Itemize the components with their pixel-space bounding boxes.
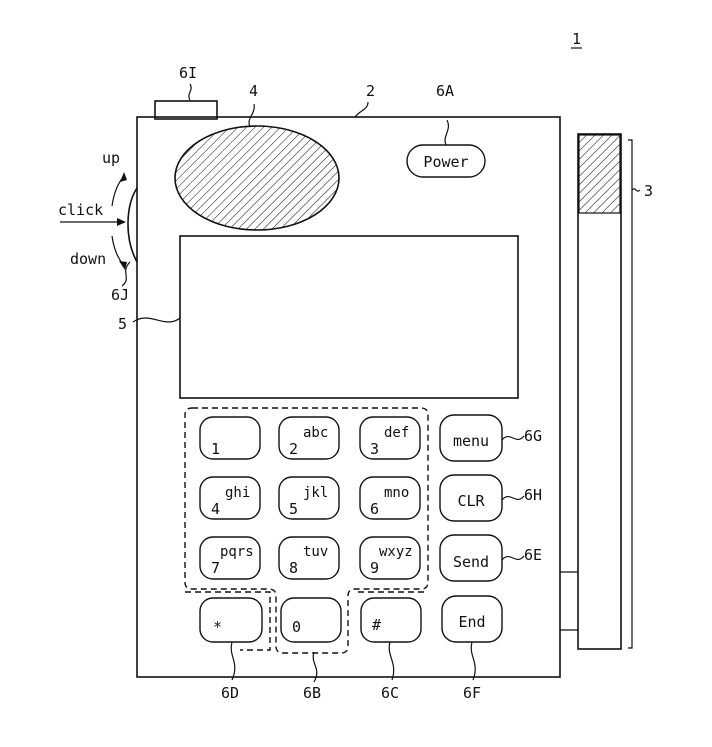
key-3-main: 3 bbox=[370, 440, 379, 458]
body-leader bbox=[354, 101, 369, 118]
key-3: 3 def bbox=[359, 416, 421, 460]
star-key-group bbox=[185, 591, 271, 651]
key-hash-main: # bbox=[372, 616, 381, 634]
top-button-leader bbox=[188, 83, 192, 101]
menu-key-label: menu bbox=[453, 432, 489, 450]
numeric-keys-leader bbox=[312, 651, 318, 683]
ref-send-key: 6E bbox=[524, 546, 542, 564]
key-0: 0 bbox=[280, 597, 342, 643]
side-panel-leader bbox=[631, 188, 641, 192]
power-leader bbox=[444, 119, 449, 146]
ref-star-key: 6D bbox=[221, 684, 239, 702]
key-1: 1 bbox=[199, 416, 261, 460]
power-label: Power bbox=[423, 153, 468, 171]
end-key: End bbox=[441, 595, 503, 643]
jog-dial-leader bbox=[121, 261, 131, 287]
label-click: click bbox=[58, 201, 103, 219]
ref-body: 2 bbox=[366, 82, 375, 100]
key-9-main: 9 bbox=[370, 559, 379, 577]
key-6: 6 mno bbox=[359, 476, 421, 520]
keypad: 1 2 abc 3 def 4 ghi 5 jkl 6 mno bbox=[199, 416, 422, 643]
ref-top-button: 6I bbox=[179, 64, 197, 82]
menu-key-leader bbox=[501, 435, 525, 441]
end-key-label: End bbox=[458, 613, 485, 631]
key-2-main: 2 bbox=[289, 440, 298, 458]
ref-clr-key: 6H bbox=[524, 486, 542, 504]
key-8: 8 tuv bbox=[278, 536, 340, 580]
key-4: 4 ghi bbox=[199, 476, 261, 520]
send-key-label: Send bbox=[453, 553, 489, 571]
ref-hash-key: 6C bbox=[381, 684, 399, 702]
clr-key-leader bbox=[501, 495, 525, 501]
phone-body bbox=[136, 116, 561, 678]
key-7: 7 pqrs bbox=[199, 536, 261, 580]
key-9: 9 wxyz bbox=[359, 536, 421, 580]
jog-dial bbox=[127, 187, 138, 263]
label-down: down bbox=[70, 250, 106, 268]
ref-menu-key: 6G bbox=[524, 427, 542, 445]
ref-speaker: 4 bbox=[249, 82, 258, 100]
ref-numeric-keys: 6B bbox=[303, 684, 321, 702]
key-2: 2 abc bbox=[278, 416, 340, 460]
key-8-sup: tuv bbox=[303, 544, 328, 560]
star-key-leader bbox=[230, 641, 236, 681]
label-up: up bbox=[102, 149, 120, 167]
send-key-leader bbox=[501, 555, 525, 561]
top-button bbox=[154, 100, 218, 120]
key-9-sup: wxyz bbox=[379, 544, 413, 560]
key-7-main: 7 bbox=[211, 559, 220, 577]
key-5-main: 5 bbox=[289, 500, 298, 518]
side-panel-hatched-area bbox=[578, 134, 621, 214]
key-8-main: 8 bbox=[289, 559, 298, 577]
send-key: Send bbox=[439, 534, 503, 582]
numeric-keys-group bbox=[184, 407, 429, 654]
ref-side-panel: 3 bbox=[644, 182, 653, 200]
clr-key-label: CLR bbox=[457, 492, 485, 510]
key-4-main: 4 bbox=[211, 500, 220, 518]
ref-display: 5 bbox=[118, 315, 127, 333]
jog-click-arrowhead bbox=[117, 218, 126, 226]
jog-down-arrowhead bbox=[119, 261, 127, 270]
side-panel bbox=[577, 133, 622, 650]
key-5: 5 jkl bbox=[278, 476, 340, 520]
display-leader bbox=[132, 317, 181, 323]
key-hash: # bbox=[360, 597, 422, 643]
key-6-sup: mno bbox=[384, 485, 409, 501]
end-key-leader bbox=[470, 641, 476, 681]
key-7-sup: pqrs bbox=[220, 544, 254, 560]
key-4-sup: ghi bbox=[225, 485, 250, 501]
hash-key-leader bbox=[388, 641, 395, 681]
jog-up-arrowhead bbox=[120, 172, 127, 182]
key-1-main: 1 bbox=[211, 440, 220, 458]
clr-key: CLR bbox=[439, 474, 503, 522]
key-6-main: 6 bbox=[370, 500, 379, 518]
figure-number: 1 bbox=[572, 30, 581, 48]
speaker bbox=[174, 125, 340, 231]
ref-jog-dial: 6J bbox=[111, 286, 129, 304]
ref-power: 6A bbox=[436, 82, 454, 100]
key-star-main: * bbox=[213, 618, 222, 636]
key-3-sup: def bbox=[384, 425, 409, 441]
speaker-leader bbox=[248, 103, 255, 128]
ref-end-key: 6F bbox=[463, 684, 481, 702]
key-2-sup: abc bbox=[303, 425, 328, 441]
side-panel-bracket bbox=[628, 139, 633, 649]
key-0-main: 0 bbox=[292, 618, 301, 636]
key-star: * bbox=[199, 597, 263, 643]
key-5-sup: jkl bbox=[303, 485, 328, 501]
display bbox=[179, 235, 519, 399]
menu-key: menu bbox=[439, 414, 503, 462]
